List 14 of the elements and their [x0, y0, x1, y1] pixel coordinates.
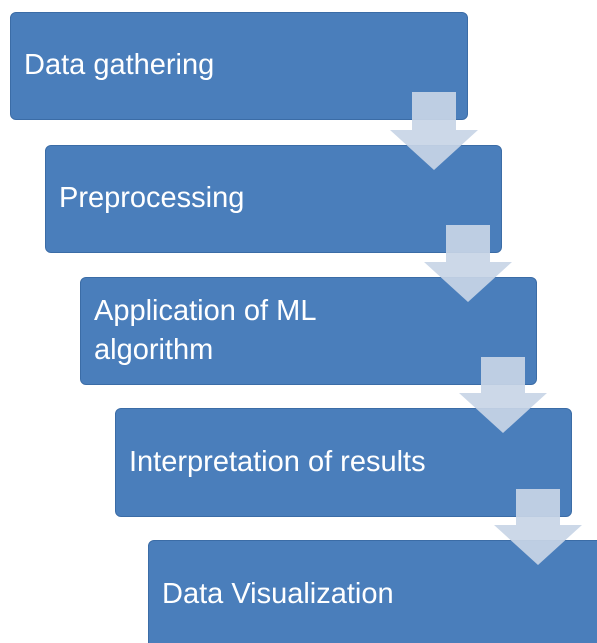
step-label: Data Visualization	[162, 577, 394, 612]
block-arrow	[494, 489, 582, 565]
process-box	[10, 12, 468, 120]
step-label: Interpretation of results	[129, 444, 426, 480]
process-box	[80, 277, 537, 385]
step-label: Application of ML algorithm	[94, 294, 316, 368]
process-box	[115, 408, 572, 517]
process-box	[148, 540, 597, 643]
block-arrow	[459, 357, 547, 433]
block-arrow	[390, 92, 478, 170]
step-label: Preprocessing	[59, 181, 244, 216]
process-box	[45, 145, 502, 253]
step-label: Data gathering	[24, 48, 214, 84]
block-arrow	[424, 225, 512, 302]
